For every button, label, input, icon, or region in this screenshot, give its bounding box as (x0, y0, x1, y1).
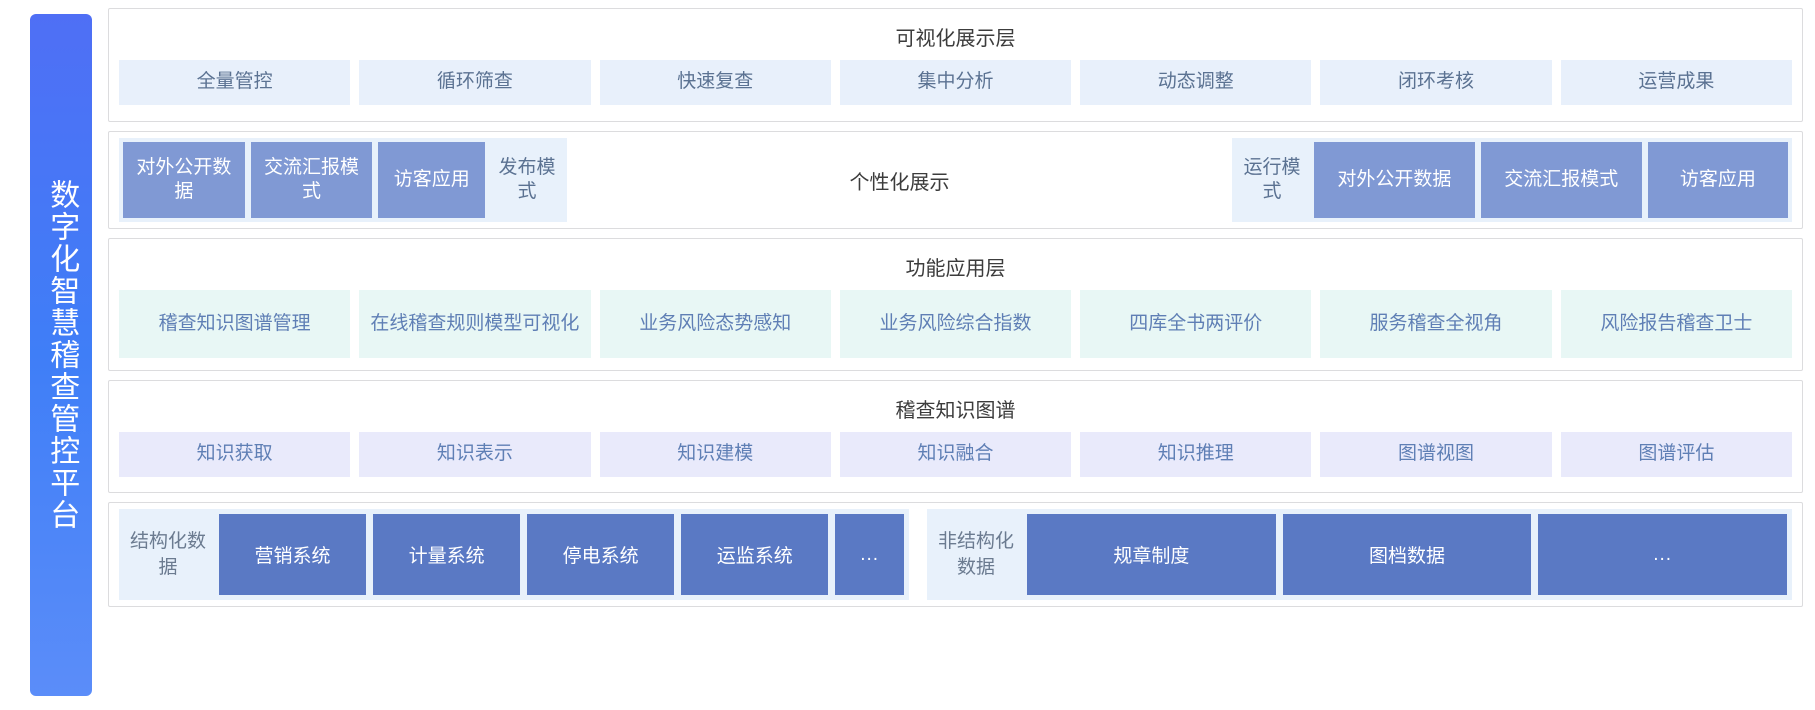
function-layer-title: 功能应用层 (905, 258, 1006, 280)
publish-mode-label: 发布模式 (498, 157, 556, 202)
publish-tile-0[interactable]: 对外公开数据 (123, 142, 245, 218)
function-layer-items: 稽查知识图谱管理 在线稽查规则模型可视化 业务风险态势感知 业务风险综合指数 四… (119, 290, 1792, 358)
layer-stack: 可视化展示层 全量管控 循环筛查 快速复查 集中分析 动态调整 闭环考核 运营成… (108, 8, 1803, 702)
publish-tile-1[interactable]: 交流汇报模式 (250, 142, 373, 218)
publish-tile-2[interactable]: 访客应用 (378, 142, 485, 218)
func-item-1[interactable]: 在线稽查规则模型可视化 (359, 290, 591, 358)
runtime-tile-2[interactable]: 访客应用 (1647, 142, 1788, 218)
func-item-5[interactable]: 服务稽查全视角 (1320, 290, 1552, 358)
structured-tile-3[interactable]: 运监系统 (681, 514, 829, 595)
kg-item-0[interactable]: 知识获取 (119, 432, 351, 477)
runtime-mode-label: 运行模式 (1243, 157, 1301, 202)
func-item-6[interactable]: 风险报告稽查卫士 (1560, 290, 1792, 358)
platform-banner: 数字化智慧稽查管控平台 (30, 14, 92, 696)
function-layer: 功能应用层 稽查知识图谱管理 在线稽查规则模型可视化 业务风险态势感知 业务风险… (108, 238, 1803, 371)
kg-item-4[interactable]: 知识推理 (1080, 432, 1312, 477)
visualization-layer: 可视化展示层 全量管控 循环筛查 快速复查 集中分析 动态调整 闭环考核 运营成… (108, 8, 1803, 122)
unstructured-tile-more[interactable]: ... (1538, 514, 1788, 595)
structured-tile-2[interactable]: 停电系统 (527, 514, 675, 595)
mode-center-title: 个性化展示 (849, 171, 950, 194)
data-layer: 结构化数据 营销系统 计量系统 停电系统 运监系统 ... 非结构化数据 规章制… (108, 502, 1803, 607)
knowledge-graph-layer-items: 知识获取 知识表示 知识建模 知识融合 知识推理 图谱视图 图谱评估 (119, 432, 1792, 477)
knowledge-graph-layer-title: 稽查知识图谱 (895, 400, 1016, 422)
knowledge-graph-layer: 稽查知识图谱 知识获取 知识表示 知识建模 知识融合 知识推理 图谱视图 图谱评… (108, 380, 1803, 493)
vis-item-4[interactable]: 动态调整 (1080, 60, 1312, 105)
vis-item-2[interactable]: 快速复查 (599, 60, 831, 105)
publish-mode-group: 对外公开数据 交流汇报模式 访客应用 发布模式 (119, 138, 567, 222)
kg-item-3[interactable]: 知识融合 (839, 432, 1072, 477)
structured-tile-0[interactable]: 营销系统 (219, 514, 367, 595)
unstructured-data-group: 非结构化数据 规章制度 图档数据 ... (927, 509, 1792, 600)
kg-item-6[interactable]: 图谱评估 (1560, 432, 1792, 477)
unstructured-data-label: 非结构化数据 (937, 530, 1014, 578)
visualization-layer-items: 全量管控 循环筛查 快速复查 集中分析 动态调整 闭环考核 运营成果 (119, 60, 1792, 105)
vis-item-5[interactable]: 闭环考核 (1320, 60, 1552, 105)
mode-layer: 对外公开数据 交流汇报模式 访客应用 发布模式 个性化展示 运行模式 对外公开数… (108, 131, 1803, 229)
vis-item-0[interactable]: 全量管控 (119, 60, 351, 105)
vis-item-1[interactable]: 循环筛查 (359, 60, 591, 105)
kg-item-5[interactable]: 图谱视图 (1320, 432, 1552, 477)
unstructured-tile-0[interactable]: 规章制度 (1027, 514, 1276, 595)
func-item-2[interactable]: 业务风险态势感知 (599, 290, 831, 358)
kg-item-1[interactable]: 知识表示 (359, 432, 591, 477)
runtime-tile-1[interactable]: 交流汇报模式 (1480, 142, 1642, 218)
runtime-tile-0[interactable]: 对外公开数据 (1314, 142, 1475, 218)
unstructured-tile-1[interactable]: 图档数据 (1282, 514, 1532, 595)
vis-item-6[interactable]: 运营成果 (1560, 60, 1792, 105)
structured-tile-more[interactable]: ... (835, 514, 904, 595)
structured-data-group: 结构化数据 营销系统 计量系统 停电系统 运监系统 ... (119, 509, 909, 600)
func-item-0[interactable]: 稽查知识图谱管理 (119, 290, 351, 358)
structured-tile-1[interactable]: 计量系统 (373, 514, 521, 595)
func-item-3[interactable]: 业务风险综合指数 (839, 290, 1072, 358)
platform-title: 数字化智慧稽查管控平台 (45, 179, 79, 531)
visualization-layer-title: 可视化展示层 (895, 28, 1016, 50)
structured-data-label: 结构化数据 (129, 530, 206, 578)
vis-item-3[interactable]: 集中分析 (839, 60, 1072, 105)
kg-item-2[interactable]: 知识建模 (599, 432, 831, 477)
func-item-4[interactable]: 四库全书两评价 (1080, 290, 1312, 358)
runtime-mode-group: 运行模式 对外公开数据 交流汇报模式 访客应用 (1232, 138, 1792, 222)
